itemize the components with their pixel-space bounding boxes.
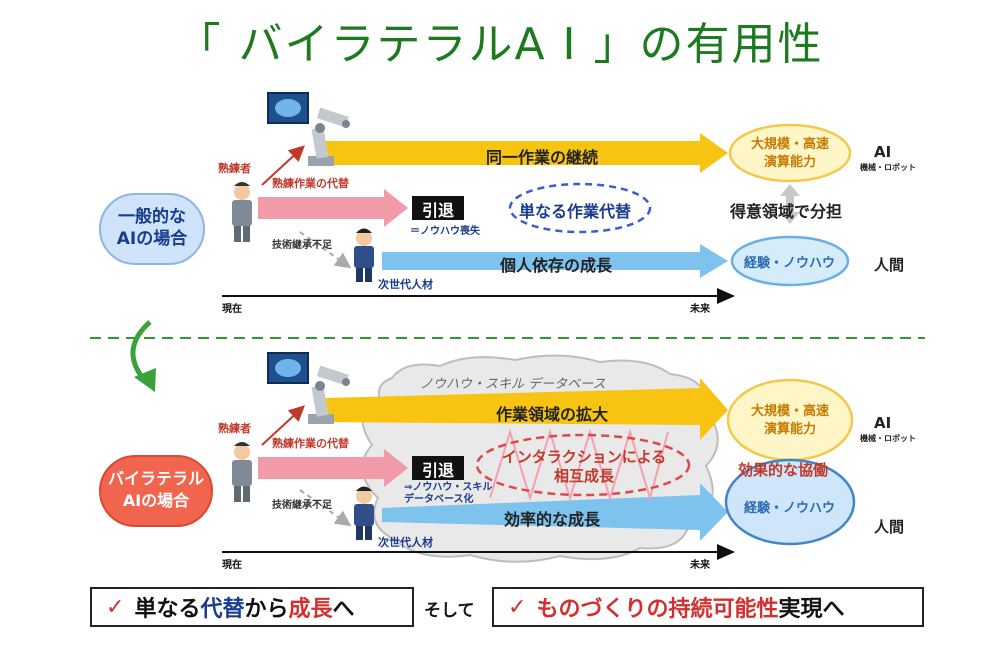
human-strength-label-top: 経験・ノウハウ [744, 256, 836, 271]
human-arrow-label-top: 個人依存の成長 [500, 256, 613, 275]
db-label-line1: ⇒ノウハウ・スキル [404, 482, 493, 493]
footer-box1-text2: 代替 [200, 597, 245, 622]
robot-arm-icon-bottom [308, 365, 350, 424]
ai-label-bottom: AI [874, 414, 892, 432]
tech-gap-label-top: 技術継承不足 [272, 240, 332, 251]
human-arrow-label-bottom: 効率的な成長 [504, 510, 601, 529]
human-strength-ellipse-top [730, 235, 850, 287]
knowhow-loss-label: ＝ノウハウ喪失 [410, 226, 480, 237]
footer-box-growth: ✓ 単なる 代替 から 成長 へ [90, 587, 414, 627]
ai-strength-bottom-line2: 演算能力 [763, 422, 816, 437]
next-gen-label-top: 次世代人材 [378, 278, 433, 291]
page-title: 「 バイラテラルA I 」の有用性 [176, 19, 824, 70]
future-label-bottom: 未来 [690, 560, 710, 571]
case-label-bottom: バイラテラル AIの場合 [100, 468, 212, 512]
proxy-label-bottom: 熟練作業の代替 [272, 437, 349, 450]
footer-box-sustainability: ✓ ものづくりの 持続可能性 実現へ [492, 587, 924, 627]
human-arrow-bottom [382, 483, 728, 541]
ai-strength-ellipse-top [728, 123, 852, 183]
ai-strength-top-line2: 演算能力 [763, 155, 816, 170]
tech-gap-label-bottom: 技術継承不足 [272, 500, 332, 511]
interaction-line2: 相互成長 [553, 467, 614, 485]
retire-label-top: 引退 [421, 201, 454, 220]
red-proxy-arrow-bottom [261, 405, 305, 446]
check-icon-2: ✓ [508, 594, 527, 620]
ai-arrow-label-bottom: 作業領域の拡大 [496, 405, 609, 424]
interaction-line1: インタラクションによる [501, 448, 667, 466]
gray-dashed-arrow-bottom [299, 489, 352, 527]
future-label-top: 未来 [690, 304, 710, 315]
next-gen-worker-icon [354, 228, 374, 282]
robot-arm-icon [308, 107, 350, 166]
human-label-bottom: 人間 [874, 518, 905, 536]
footer-box2-text1: ものづくりの [536, 597, 669, 622]
division-double-arrow [780, 184, 800, 224]
case-label-top: 一般的な AIの場合 [100, 206, 204, 250]
case-label-bottom-line2: AIの場合 [122, 491, 190, 510]
check-icon: ✓ [106, 594, 125, 620]
mere-replace-label: 単なる作業代替 [519, 202, 632, 221]
human-strength-ellipse-bottom [724, 458, 856, 546]
footer-box1-text4: 成長 [288, 597, 333, 622]
ai-strength-bottom-line1: 大規模・高速 [750, 404, 829, 419]
proxy-label-top: 熟練作業の代替 [272, 177, 349, 190]
ai-strength-top-line1: 大規模・高速 [750, 137, 829, 152]
case-label-top-line2: AIの場合 [116, 229, 188, 249]
retire-arrow-top [258, 189, 408, 227]
case-label-bottom-line1: バイラテラル [107, 469, 204, 488]
footer-box1-text3: から [244, 597, 289, 622]
brain-screen-icon [267, 92, 309, 124]
case-label-top-line1: 一般的な [118, 207, 186, 227]
ai-strength-label-bottom: 大規模・高速 演算能力 [730, 403, 850, 439]
now-label-top: 現在 [222, 304, 242, 315]
human-strength-label-bottom: 経験・ノウハウ [744, 501, 836, 516]
interaction-zigzag [489, 428, 669, 502]
footer-box2-text3: 実現へ [778, 597, 845, 622]
human-arrow-top [382, 244, 728, 278]
ai-label-top: AI [874, 143, 892, 161]
mere-replace-ellipse [508, 182, 652, 234]
brain-screen-icon-bottom [267, 352, 309, 384]
case-pill-bottom [99, 455, 213, 527]
division-label: 得意領域で分担 [730, 202, 843, 221]
footer-box1-text5: へ [332, 597, 355, 622]
ai-sub-label-top: 機械・ロボット [860, 163, 916, 172]
retire-label-bottom: 引退 [421, 461, 454, 480]
ai-arrow-top [325, 133, 728, 173]
expert-label-bottom: 熟練者 [218, 422, 251, 435]
db-label-line2: データベース化 [404, 494, 474, 505]
case-pill-top [99, 193, 205, 265]
interaction-ellipse [475, 433, 691, 497]
expert-label-top: 熟練者 [218, 162, 251, 175]
retire-sign-top [412, 196, 464, 220]
expert-worker-icon-bottom [232, 442, 252, 502]
footer-box2-text2: 持続可能性 [668, 597, 779, 622]
footer-connector: そして [424, 601, 475, 621]
interaction-label: インタラクションによる 相互成長 [486, 448, 682, 486]
cloud-label: ノウハウ・スキル データベース [420, 377, 606, 392]
gray-dashed-arrow-top [299, 231, 352, 269]
expert-worker-icon [232, 182, 252, 242]
ai-arrow-bottom [325, 378, 728, 440]
db-label: ⇒ノウハウ・スキル データベース化 [404, 482, 492, 506]
human-label-top: 人間 [874, 256, 905, 274]
retire-sign-bottom [412, 456, 464, 480]
now-label-bottom: 現在 [222, 560, 242, 571]
ai-strength-label-top: 大規模・高速 演算能力 [730, 136, 850, 172]
red-proxy-arrow-top [261, 145, 305, 186]
synergy-label: 効果的な協働 [738, 461, 829, 479]
next-gen-worker-icon-bottom [354, 486, 374, 540]
next-gen-label-bottom: 次世代人材 [378, 536, 433, 549]
ai-arrow-label-top: 同一作業の継続 [486, 148, 599, 167]
retire-arrow-bottom [258, 449, 408, 487]
footer-box1-text1: 単なる [134, 597, 201, 622]
ai-sub-label-bottom: 機械・ロボット [860, 434, 916, 443]
